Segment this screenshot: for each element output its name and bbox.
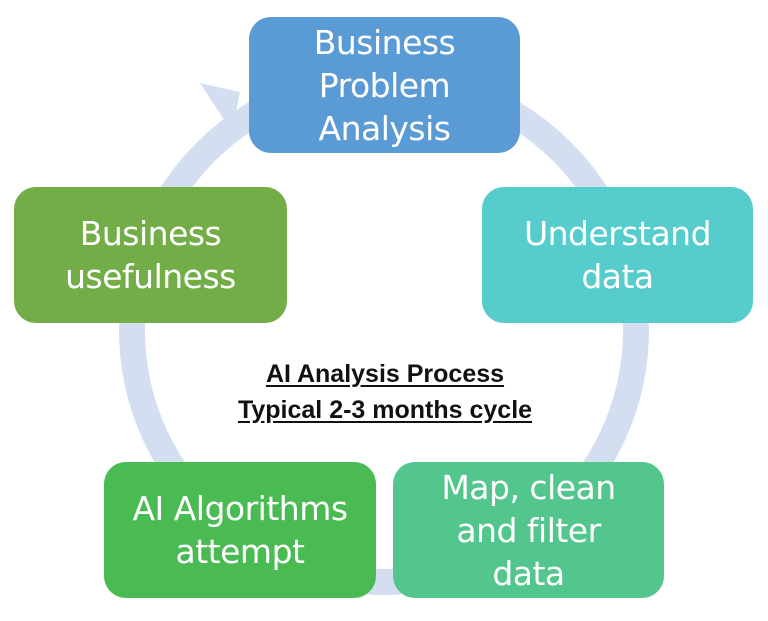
center-title: AI Analysis Process [265,360,505,388]
step-label-line: Problem [318,65,451,105]
step-label-line: AI Algorithms [132,489,348,528]
step-label-line: Map, clean [441,467,616,507]
step-business-usefulness: Business usefulness [14,187,287,323]
step-label-line: and filter [456,510,601,550]
step-label-line: usefulness [65,257,236,296]
center-caption: AI Analysis Process Typical 2-3 months c… [180,356,590,428]
step-label-line: data [581,257,654,296]
step-label-line: Business [79,214,222,253]
cycle-arrowhead-icon [200,83,240,132]
step-label-line: Understand [523,214,712,253]
center-subtitle: Typical 2-3 months cycle [237,396,533,424]
step-label-line: Business [313,22,456,62]
step-label-line: attempt [175,532,305,571]
step-understand-data: Understand data [482,187,753,323]
step-label-line: Analysis [318,108,451,148]
step-label-line: data [492,553,565,593]
step-ai-algorithms-attempt: AI Algorithms attempt [104,462,376,598]
